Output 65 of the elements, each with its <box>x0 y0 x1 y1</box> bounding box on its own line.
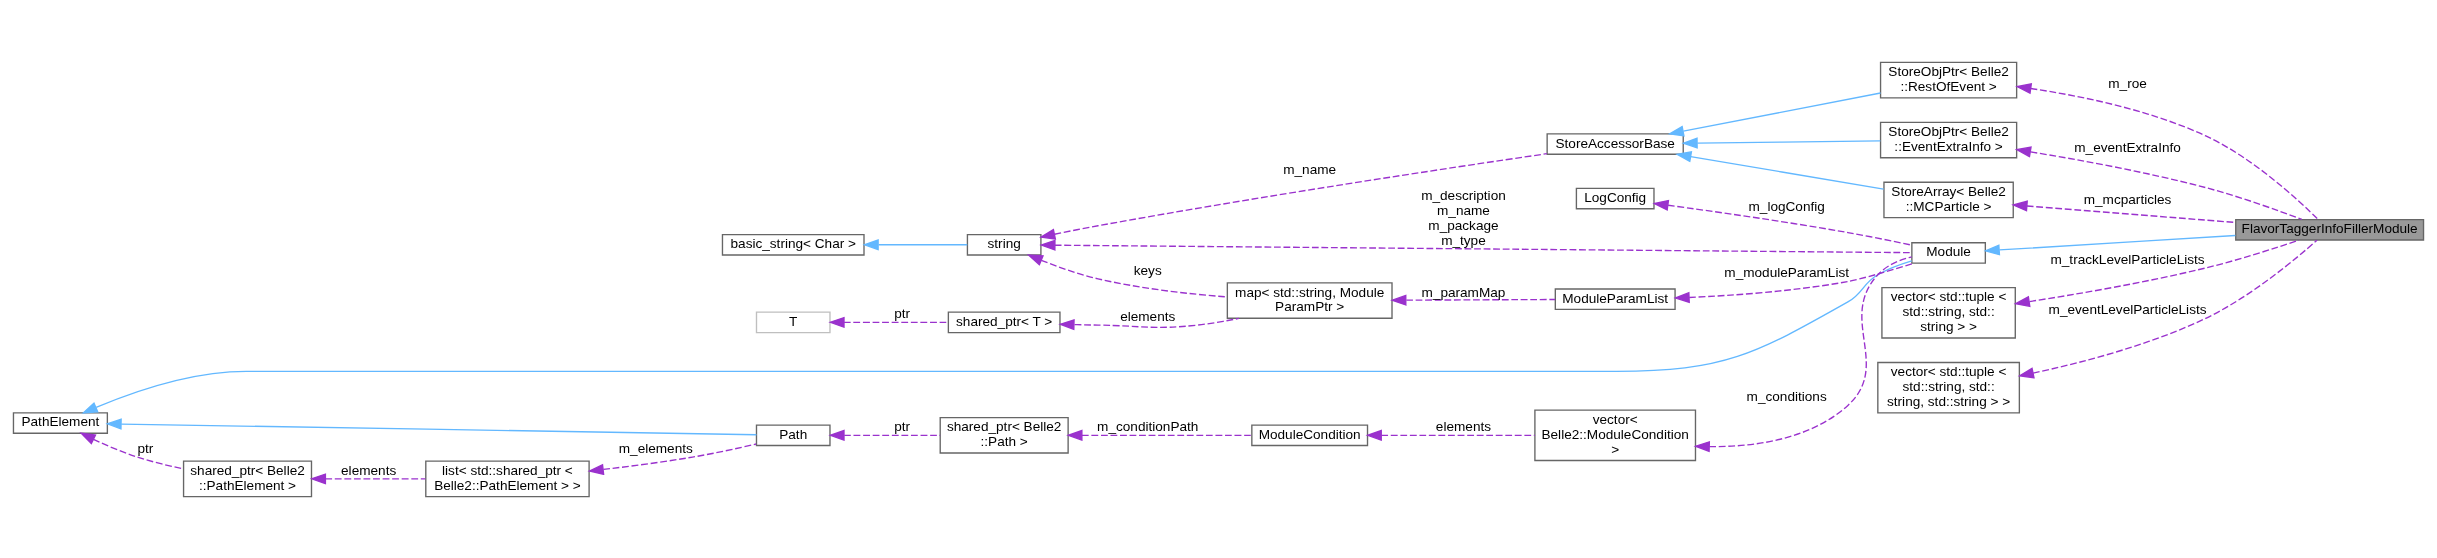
edge-label: elements <box>1435 418 1492 434</box>
node-box: shared_ptr< T > <box>947 311 1061 333</box>
arrow <box>1058 317 1240 330</box>
arrow <box>1365 429 1536 441</box>
node-box: vector< std::tuple < std::string, std:: string > > <box>1881 286 2016 339</box>
arrow <box>1039 152 1548 240</box>
edge-label: ptr <box>894 418 911 434</box>
arrow <box>1675 150 1885 190</box>
node-box: FlavorTaggerInfoFillerModule <box>2235 218 2425 241</box>
node-box: map< std::string, Module ParamPtr > <box>1226 281 1393 319</box>
node-box: string <box>966 233 1042 256</box>
arrow <box>309 472 426 485</box>
arrow <box>587 442 757 475</box>
node-box: shared_ptr< Belle2 ::Path > <box>939 416 1069 454</box>
edge-label: m_eventLevelParticleLists <box>2048 301 2207 317</box>
arrow <box>862 238 968 250</box>
arrow <box>2014 145 2303 220</box>
arrow <box>1673 262 1915 303</box>
node-box: ModuleParamList <box>1554 287 1676 310</box>
node-box: StoreAccessorBase <box>1546 132 1684 155</box>
node-box: shared_ptr< Belle2 ::PathElement > <box>182 460 313 497</box>
node-box: ModuleCondition <box>1251 423 1369 446</box>
arrow <box>2017 239 2318 379</box>
node-box: LogConfig <box>1575 187 1655 209</box>
node-box: basic_string< Char > <box>721 233 865 256</box>
node-box: vector< Belle2::ModuleCondition > <box>1534 408 1697 461</box>
edge-label: m_eventExtraInfo <box>2074 139 2181 155</box>
edge-label: elements <box>1120 308 1176 324</box>
arrow <box>1693 255 1913 452</box>
node-box: Module <box>1911 241 1986 264</box>
edge-label: elements <box>341 462 397 478</box>
arrow <box>1983 234 2237 256</box>
edge-label: m_roe <box>2108 75 2147 91</box>
edge-label: m_moduleParamList <box>1724 264 1849 280</box>
edge-label: m_logConfig <box>1748 198 1825 214</box>
edge-label: m_trackLevelParticleLists <box>2050 251 2205 267</box>
node-box: StoreArray< Belle2 ::MCParticle > <box>1883 181 2014 218</box>
edge-label: m_conditionPath <box>1097 418 1199 434</box>
arrow <box>1066 429 1253 441</box>
edge-label: m_conditions <box>1746 388 1827 404</box>
edge-label: keys <box>1133 262 1162 278</box>
edge-label: ptr <box>137 440 154 456</box>
node-box: StoreObjPtr< Belle2 ::EventExtraInfo > <box>1879 121 2018 158</box>
arrow <box>1681 136 1882 149</box>
node-box: vector< std::tuple < std::string, std:: string, std::string > > <box>1877 361 2021 414</box>
edge-label: m_description m_name m_package m_type <box>1421 187 1506 248</box>
arrow <box>81 259 1913 414</box>
node-box: PathElement <box>12 411 109 434</box>
edge-label: m_paramMap <box>1421 284 1506 300</box>
arrow <box>1667 91 1882 137</box>
node-box: T <box>755 311 831 333</box>
edge-label: m_elements <box>618 440 693 456</box>
node-box: list< std::shared_ptr < Belle2::PathElement > > <box>425 460 590 497</box>
arrow <box>828 316 949 328</box>
edge-label: ptr <box>894 305 911 321</box>
arrow <box>2015 82 2319 220</box>
arrow <box>1390 293 1556 306</box>
edge-label: m_mcparticles <box>2083 191 2172 207</box>
arrow <box>1652 199 1913 246</box>
arrow <box>1039 239 1913 253</box>
node-box: StoreObjPtr< Belle2 ::RestOfEvent > <box>1879 61 2018 98</box>
node-box: Path <box>755 423 831 446</box>
arrow <box>105 417 758 435</box>
edge-label: m_name <box>1283 161 1337 177</box>
arrow <box>1026 253 1228 298</box>
